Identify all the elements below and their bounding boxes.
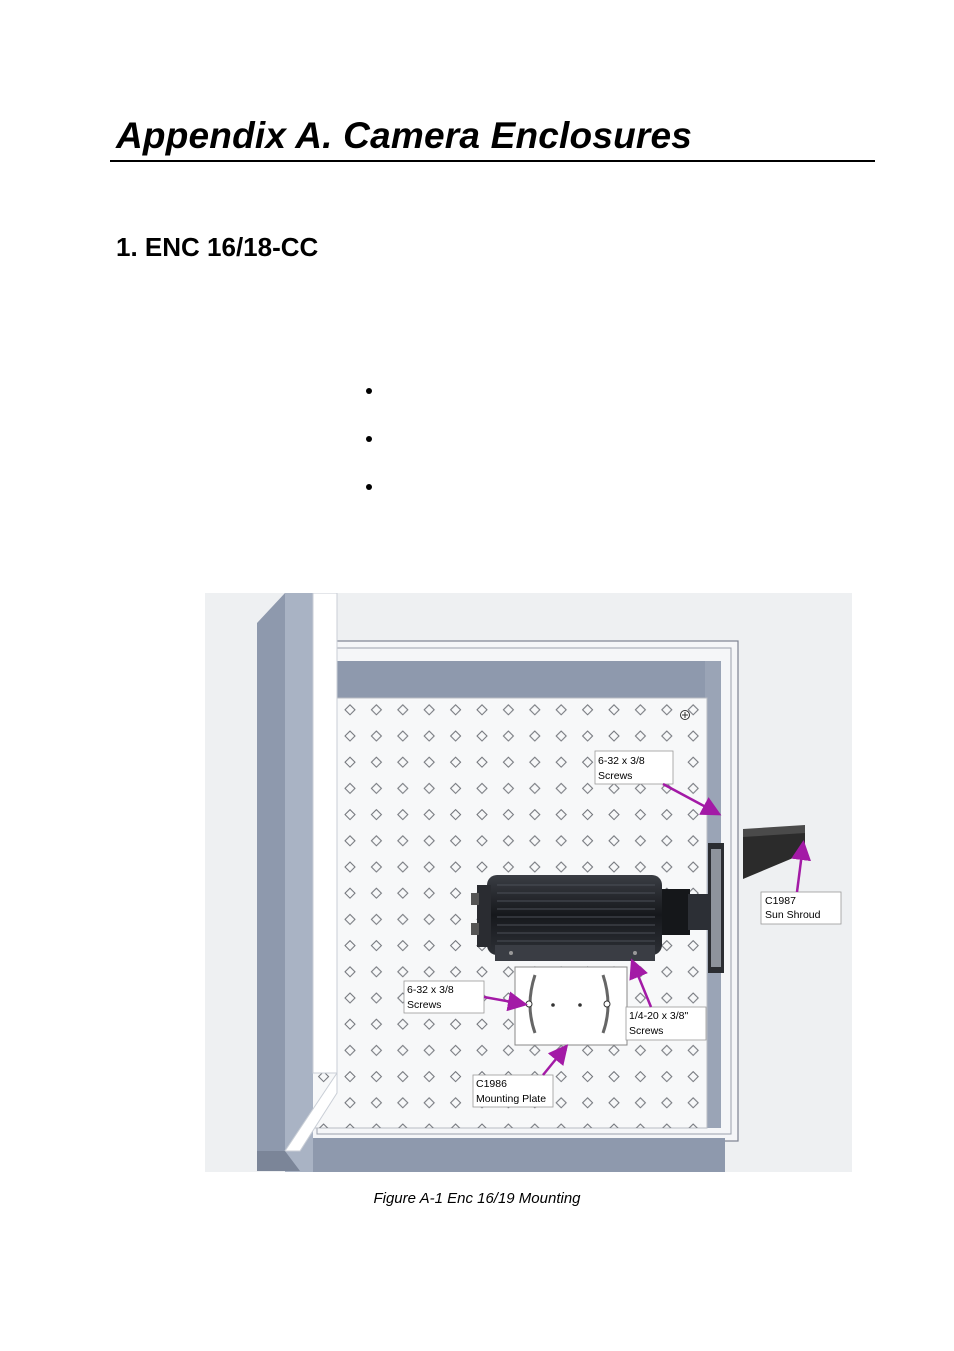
section-heading: 1. ENC 16/18-CC xyxy=(116,232,319,262)
callout-mounting-plate-line2: Mounting Plate xyxy=(476,1093,546,1105)
callout-quarter-screws-line1: 1/4-20 x 3/8" xyxy=(629,1010,688,1022)
page-title: Appendix A. Camera Enclosures xyxy=(116,115,693,156)
callout-sun-shroud-line2: Sun Shroud xyxy=(765,909,821,921)
callout-top-screws-line1: 6-32 x 3/8 xyxy=(598,755,645,767)
callout-box-quarter-screws xyxy=(625,1006,707,1041)
figure-caption: Figure A-1 Enc 16/19 Mounting xyxy=(373,1190,581,1207)
callout-box-sun-shroud xyxy=(760,891,842,925)
callout-box-mounting-plate xyxy=(472,1074,554,1108)
callout-top-screws-line2: Screws xyxy=(598,770,632,782)
bullet-icon xyxy=(366,436,372,442)
callout-quarter-screws-line2: Screws xyxy=(629,1025,663,1037)
callout-left-screws-line1: 6-32 x 3/8 xyxy=(407,984,454,996)
callout-sun-shroud-line1: C1987 xyxy=(765,895,796,907)
callout-box-top-screws xyxy=(594,750,674,785)
callout-mounting-plate-line1: C1986 xyxy=(476,1078,507,1090)
bullet-icon xyxy=(366,388,372,394)
enclosure-figure: 6-32 x 3/8 Screws C1987 Sun Shroud 6-32 … xyxy=(205,593,852,1172)
title-rule xyxy=(110,160,875,162)
callout-left-screws-line2: Screws xyxy=(407,999,441,1011)
bullet-icon xyxy=(366,484,372,490)
